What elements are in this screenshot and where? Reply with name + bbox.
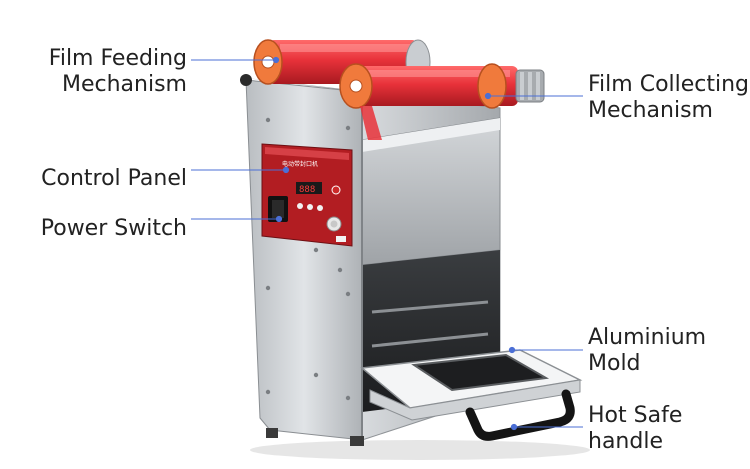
label-line: Hot Safe xyxy=(588,403,683,428)
aluminium-mold-tray xyxy=(360,349,583,421)
label-aluminium-mold: Aluminium Mold xyxy=(588,325,706,377)
leader-dot xyxy=(508,346,516,354)
label-line: Film Collecting xyxy=(588,72,750,97)
machine-foot xyxy=(350,436,364,446)
leader-dot xyxy=(510,423,518,431)
leader-dot xyxy=(275,215,283,223)
leader-lines xyxy=(191,56,583,431)
leader-dot xyxy=(282,166,290,174)
sealing-head-top xyxy=(362,118,500,152)
leader-dot xyxy=(272,56,280,64)
film-collecting-roller xyxy=(339,63,545,140)
label-line: Control Panel xyxy=(41,166,187,191)
screw-set xyxy=(265,117,351,401)
guide-rod xyxy=(371,332,489,348)
label-line: handle xyxy=(588,429,663,454)
label-line: Film Feeding xyxy=(48,46,187,71)
label-control-panel: Control Panel xyxy=(41,166,187,192)
floor-shadow xyxy=(250,440,590,460)
label-hot-safe-handle: Hot Safe handle xyxy=(588,403,682,455)
label-power-switch: Power Switch xyxy=(41,216,187,242)
machine-front-column xyxy=(245,79,363,441)
label-film-feeding-mechanism: Film Feeding Mechanism xyxy=(49,46,187,98)
hot-safe-handle-graphic xyxy=(465,389,575,441)
control-panel-graphic xyxy=(261,143,353,247)
label-line: Mold xyxy=(588,351,641,376)
leader-dot xyxy=(484,92,492,100)
label-film-collecting-mechanism: Film Collecting Mechanism xyxy=(588,72,749,124)
label-line: Aluminium xyxy=(588,325,707,350)
machine-foot xyxy=(266,428,278,438)
label-line: Power Switch xyxy=(40,216,187,241)
label-line: Mechanism xyxy=(588,98,713,123)
guide-rod xyxy=(371,300,489,314)
label-line: Mechanism xyxy=(62,72,187,97)
